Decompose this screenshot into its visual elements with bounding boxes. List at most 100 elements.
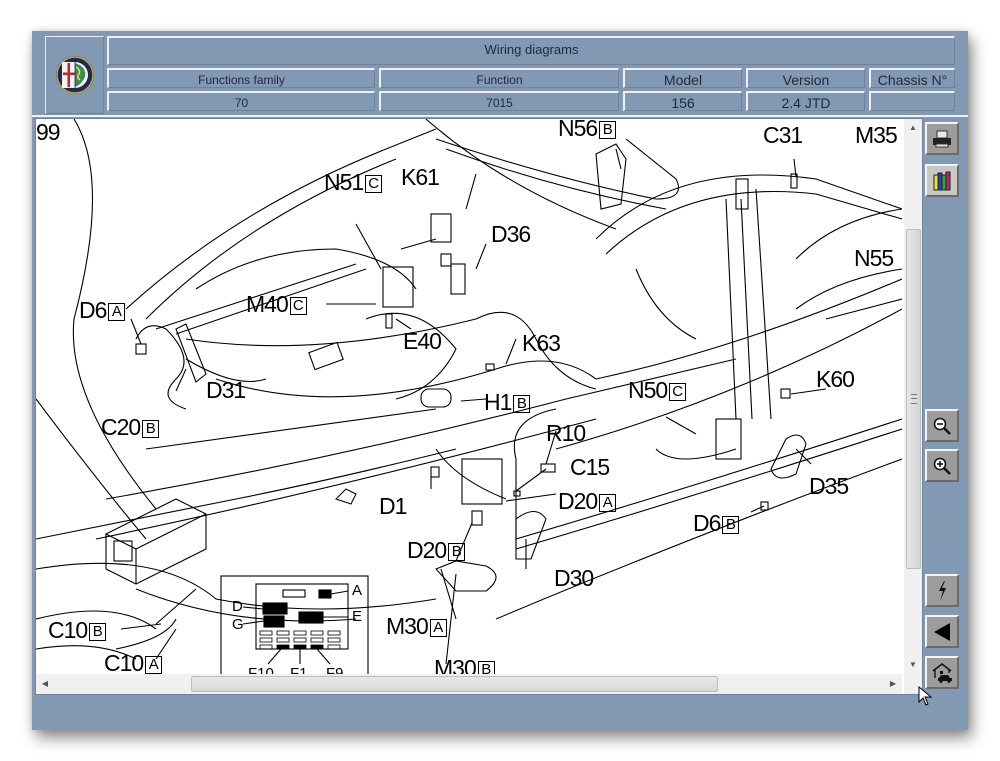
function-header: Function: [379, 68, 619, 88]
scroll-up-arrow-icon[interactable]: ▲: [909, 123, 917, 132]
scroll-down-arrow-icon[interactable]: ▼: [909, 660, 917, 669]
home-button[interactable]: [925, 656, 959, 689]
electrical-button[interactable]: [925, 574, 959, 607]
label-D31[interactable]: D31: [206, 377, 246, 403]
horizontal-scrollbar[interactable]: ◀ ▶: [36, 674, 902, 694]
label-D35[interactable]: D35: [809, 473, 849, 499]
version-header: Version: [746, 68, 865, 88]
fusebox-label-A: A: [352, 582, 363, 599]
chassis-value: [869, 91, 955, 111]
label-D36[interactable]: D36: [491, 221, 531, 247]
scroll-right-arrow-icon[interactable]: ▶: [889, 679, 897, 688]
label-variant: B: [513, 395, 531, 413]
fusebox-label-D: D: [232, 598, 243, 615]
fusebox-label-E: E: [352, 608, 363, 625]
label-variant: A: [599, 494, 617, 512]
zoom-in-button[interactable]: [925, 449, 959, 482]
label-code: N51: [324, 169, 364, 195]
label-N55[interactable]: N55: [854, 245, 894, 271]
grip-icon: [911, 394, 917, 404]
label-code: D20: [407, 537, 447, 563]
label-variant: C: [365, 175, 383, 193]
zoom-in-icon: [930, 455, 954, 477]
alfa-romeo-logo-icon: [55, 56, 94, 94]
back-button[interactable]: [925, 615, 959, 648]
functions-family-header: Functions family: [107, 68, 375, 88]
label-R10[interactable]: R10: [546, 420, 586, 446]
label-code: C10: [104, 650, 144, 676]
print-button[interactable]: [925, 122, 959, 155]
printer-icon: [930, 128, 954, 150]
label-D1[interactable]: D1: [379, 493, 407, 519]
label-code: D6: [693, 510, 721, 536]
label-code: D20: [558, 488, 598, 514]
horizontal-scroll-thumb[interactable]: [191, 676, 718, 692]
label-K63[interactable]: K63: [522, 330, 561, 356]
label-code: M40: [246, 291, 289, 317]
label-C15[interactable]: C15: [570, 454, 610, 480]
mouse-cursor-icon: [918, 686, 933, 706]
vertical-scroll-thumb[interactable]: [906, 229, 921, 569]
vertical-scrollbar[interactable]: ▲ ▼: [904, 119, 922, 674]
label-code: H1: [484, 389, 512, 415]
label-variant: B: [599, 121, 617, 139]
zoom-out-button[interactable]: [925, 409, 959, 442]
label-code: D6: [79, 297, 107, 323]
window-title: Wiring diagrams: [107, 36, 955, 65]
label-code: C20: [101, 414, 141, 440]
header-separator: [32, 115, 968, 117]
wiring-diagram-window: Wiring diagrams Functions family Functio…: [32, 31, 968, 730]
label-corner: 99: [36, 119, 61, 145]
label-code: C10: [48, 617, 88, 643]
scrollbar-corner: [904, 674, 922, 694]
label-variant: B: [89, 623, 107, 641]
label-K60[interactable]: K60: [816, 366, 855, 392]
zoom-out-icon: [930, 415, 954, 437]
label-M35[interactable]: M35: [855, 122, 898, 148]
label-code: N50: [628, 377, 668, 403]
books-icon: [930, 170, 954, 192]
fusebox-label-G: G: [232, 616, 244, 633]
label-variant: C: [289, 297, 307, 315]
label-variant: A: [145, 656, 163, 674]
label-variant: C: [669, 383, 687, 401]
library-button[interactable]: [925, 164, 959, 197]
label-code: N56: [558, 118, 598, 141]
label-variant: A: [108, 303, 126, 321]
label-C31[interactable]: C31: [763, 122, 803, 148]
label-code: M30: [434, 655, 477, 681]
model-value: 156: [623, 91, 742, 111]
label-D30[interactable]: D30: [554, 565, 594, 591]
logo-cell: [45, 36, 104, 114]
chassis-header: Chassis N°: [869, 68, 955, 88]
label-variant: B: [142, 420, 160, 438]
scroll-left-arrow-icon[interactable]: ◀: [41, 679, 49, 688]
label-E40[interactable]: E40: [403, 328, 442, 354]
function-value: 7015: [379, 91, 619, 111]
label-variant: B: [448, 543, 466, 561]
label-variant: A: [429, 619, 447, 637]
label-code: M30: [386, 613, 429, 639]
model-header: Model: [623, 68, 742, 88]
label-K61[interactable]: K61: [401, 164, 440, 190]
home-car-icon: [930, 662, 954, 684]
version-value: 2.4 JTD: [746, 91, 865, 111]
back-arrow-icon: [930, 621, 954, 643]
lightning-icon: [930, 580, 954, 602]
car-wiring-drawing: [36, 119, 902, 674]
